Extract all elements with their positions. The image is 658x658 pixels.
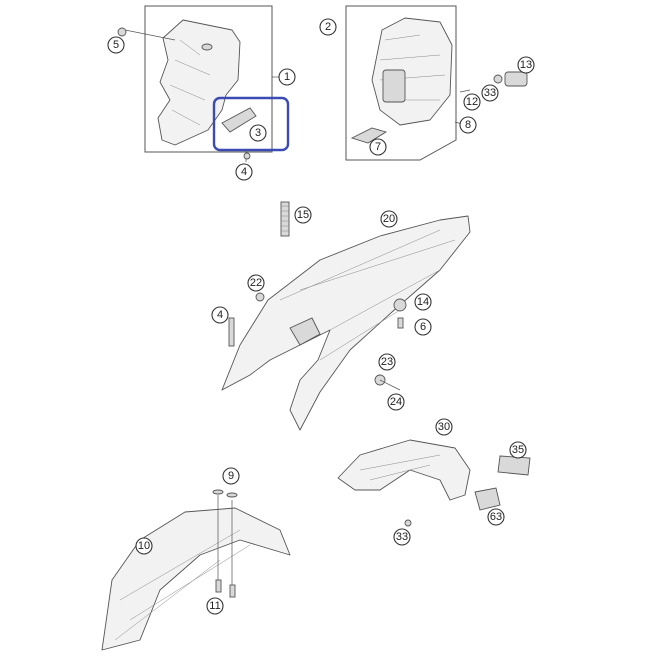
svg-text:33: 33 xyxy=(396,531,408,543)
mask-sticker xyxy=(350,127,388,144)
bulb-socket xyxy=(493,74,503,84)
svg-text:33: 33 xyxy=(484,87,496,99)
rear-fender-part xyxy=(221,215,471,431)
svg-text:4: 4 xyxy=(217,309,223,321)
svg-text:23: 23 xyxy=(381,356,393,368)
callout-2: 2 xyxy=(319,18,337,36)
svg-text:15: 15 xyxy=(297,209,309,221)
headlight-mask-part xyxy=(371,17,453,126)
callout-12: 12 xyxy=(463,93,481,111)
svg-text:4: 4 xyxy=(241,166,247,178)
callout-33-rear: 33 xyxy=(393,528,411,546)
callout-22: 22 xyxy=(247,274,265,292)
callout-15: 15 xyxy=(294,206,312,224)
svg-text:20: 20 xyxy=(383,213,395,225)
svg-text:30: 30 xyxy=(438,421,450,433)
bolt-4-rear xyxy=(228,317,235,347)
callout-23: 23 xyxy=(378,353,396,371)
svg-text:35: 35 xyxy=(512,444,524,456)
bolt-22 xyxy=(255,292,265,302)
svg-text:3: 3 xyxy=(255,127,261,139)
callout-10: 10 xyxy=(135,537,153,555)
reflector-63 xyxy=(474,487,501,511)
highlight-box xyxy=(212,96,290,152)
callout-4-rear: 4 xyxy=(211,306,229,324)
screw-6 xyxy=(397,317,404,329)
callout-33-top: 33 xyxy=(481,84,499,102)
svg-text:8: 8 xyxy=(465,119,471,131)
callout-14: 14 xyxy=(414,293,432,311)
washer-9b xyxy=(226,492,238,498)
number-plate-sticker-part xyxy=(221,107,257,133)
callout-63: 63 xyxy=(487,508,505,526)
svg-text:13: 13 xyxy=(520,59,532,71)
headlight-lens xyxy=(382,69,406,103)
callout-24: 24 xyxy=(387,393,405,411)
washer-9a xyxy=(212,489,224,495)
bolt-11a xyxy=(215,579,222,593)
headlight-group-frame xyxy=(345,5,457,161)
callout-4-top: 4 xyxy=(235,163,253,181)
svg-text:2: 2 xyxy=(325,21,331,33)
callout-13: 13 xyxy=(517,56,535,74)
callout-1: 1 xyxy=(278,68,296,86)
callout-5: 5 xyxy=(107,36,125,54)
callout-6: 6 xyxy=(414,318,432,336)
callout-20: 20 xyxy=(380,210,398,228)
fender-mount xyxy=(289,317,321,346)
svg-text:63: 63 xyxy=(490,511,502,523)
callout-9: 9 xyxy=(222,467,240,485)
svg-text:7: 7 xyxy=(375,141,381,153)
callout-30: 30 xyxy=(435,418,453,436)
plate-hole xyxy=(201,43,213,51)
callout-7: 7 xyxy=(369,138,387,156)
screw-5 xyxy=(117,27,127,37)
callout-35: 35 xyxy=(509,441,527,459)
grommet-14 xyxy=(393,298,407,312)
rear-frame-part xyxy=(337,439,471,501)
bolt-11b xyxy=(229,584,236,598)
svg-text:9: 9 xyxy=(228,470,234,482)
screw-33-rear xyxy=(404,519,412,527)
number-plate-group-frame xyxy=(144,5,273,153)
svg-text:5: 5 xyxy=(113,39,119,51)
front-fender-part xyxy=(101,507,291,651)
callout-8: 8 xyxy=(459,116,477,134)
callout-3: 3 xyxy=(249,124,267,142)
svg-text:6: 6 xyxy=(420,321,426,333)
callout-11: 11 xyxy=(206,597,224,615)
number-plate-part xyxy=(157,19,241,146)
headlight-bulb xyxy=(504,71,528,87)
svg-text:22: 22 xyxy=(250,277,262,289)
svg-text:1: 1 xyxy=(284,71,290,83)
reflector-strip xyxy=(280,201,290,237)
license-plate-35 xyxy=(497,455,531,476)
svg-text:12: 12 xyxy=(466,96,478,108)
svg-text:24: 24 xyxy=(390,396,402,408)
svg-text:11: 11 xyxy=(209,600,220,612)
svg-text:14: 14 xyxy=(417,296,429,308)
svg-text:10: 10 xyxy=(138,540,150,552)
nut-4 xyxy=(243,152,251,160)
